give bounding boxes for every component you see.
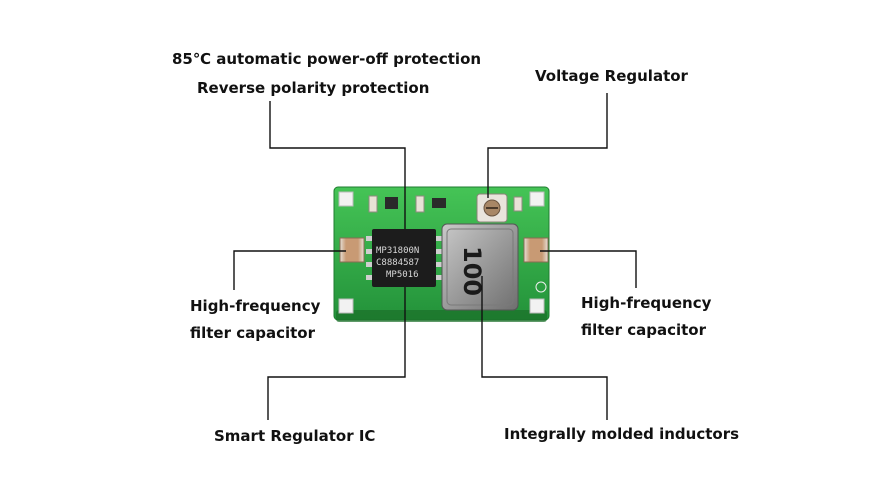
callout-filter-cap-left-line1: High-frequency	[190, 297, 321, 315]
capacitor-left	[339, 237, 365, 263]
potentiometer	[476, 193, 508, 223]
ic-marking-line1: MP31800N	[376, 246, 419, 256]
leader-lines	[233, 93, 637, 420]
smd-resistor	[513, 196, 523, 212]
smd-resistor	[385, 197, 398, 209]
callout-filter-cap-left-line2: filter capacitor	[190, 324, 316, 342]
capacitor-right	[523, 237, 549, 263]
pad-top-right	[529, 191, 545, 207]
callout-filter-cap-right-line2: filter capacitor	[581, 321, 707, 339]
callout-voltage-regulator: Voltage Regulator	[535, 67, 688, 85]
pad-bottom-right	[529, 298, 545, 314]
ic-marking-line2: C8884587	[376, 258, 419, 268]
smd-resistor	[368, 195, 378, 213]
regulator-ic: MP31800N C8884587 MP5016	[366, 229, 442, 287]
leader-filter-cap-left	[233, 250, 346, 290]
leader-filter-cap-right	[540, 250, 637, 288]
leader-protection	[269, 101, 406, 229]
pad-top-left	[338, 191, 354, 207]
pad-bottom-left	[338, 298, 354, 314]
callout-protection-line2: Reverse polarity protection	[197, 79, 430, 97]
callout-filter-cap-right-line1: High-frequency	[581, 294, 712, 312]
smd-resistor	[415, 195, 425, 213]
leader-inductor	[481, 276, 608, 420]
callout-inductor: Integrally molded inductors	[504, 425, 740, 443]
leader-voltage-regulator	[487, 93, 608, 198]
inductor: 100	[441, 223, 519, 311]
ic-marking-line3: MP5016	[386, 270, 419, 280]
leader-smart-ic	[267, 287, 406, 420]
callout-smart-ic: Smart Regulator IC	[214, 427, 376, 445]
callout-protection-line1: 85℃ automatic power-off protection	[172, 50, 482, 68]
smd-resistor	[432, 198, 446, 208]
